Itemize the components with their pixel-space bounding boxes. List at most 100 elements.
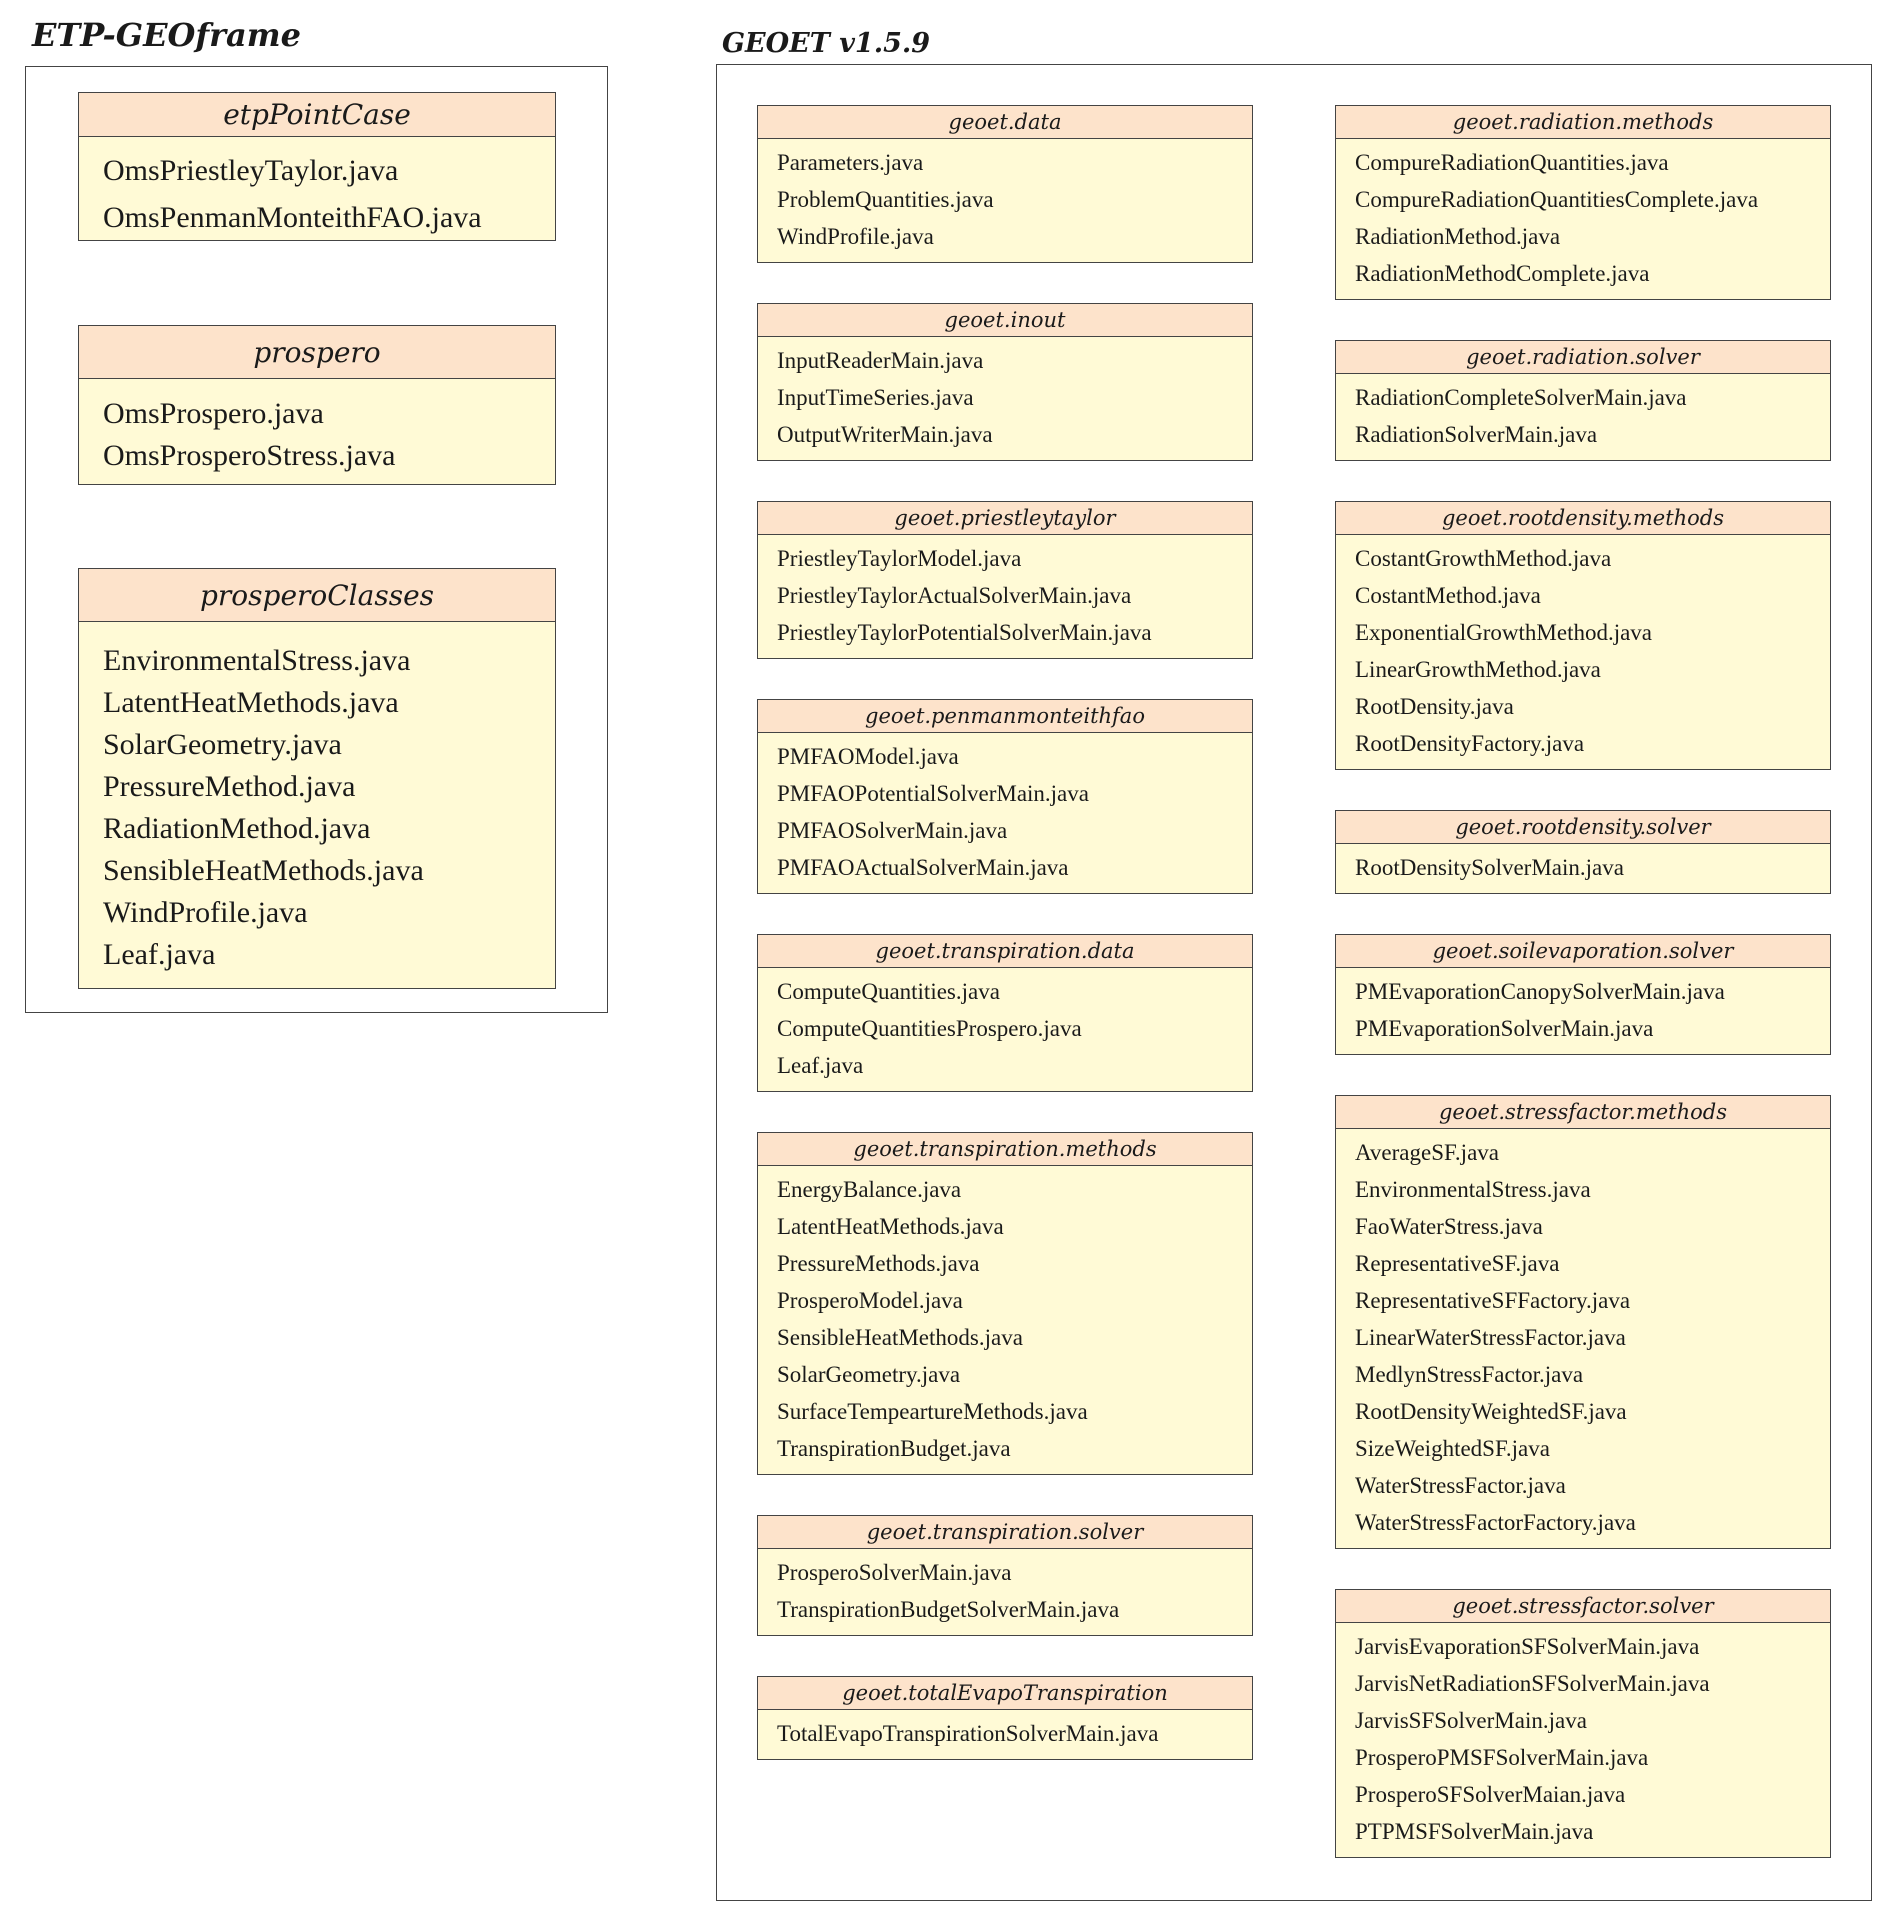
list-item: SensibleHeatMethods.java bbox=[777, 1325, 1023, 1350]
package-geoet-stressfactor-methods: geoet.stressfactor.methods AverageSF.jav… bbox=[1335, 1095, 1831, 1549]
package-geoet-inout: geoet.inout InputReaderMain.java InputTi… bbox=[757, 303, 1253, 461]
list-item: OmsProsperoStress.java bbox=[103, 439, 396, 472]
list-item: PriestleyTaylorActualSolverMain.java bbox=[777, 583, 1132, 608]
list-item: JarvisSFSolverMain.java bbox=[1355, 1708, 1587, 1733]
package-title: geoet.stressfactor.solver bbox=[1336, 1590, 1830, 1623]
list-item: SensibleHeatMethods.java bbox=[103, 854, 424, 887]
list-item: CostantMethod.java bbox=[1355, 583, 1541, 608]
list-item: OmsProspero.java bbox=[103, 397, 324, 430]
list-item: SizeWeightedSF.java bbox=[1355, 1436, 1550, 1461]
frame-title-geoet: GEOET v1.5.9 bbox=[722, 28, 931, 59]
list-item: MedlynStressFactor.java bbox=[1355, 1362, 1584, 1387]
list-item: RootDensitySolverMain.java bbox=[1355, 855, 1624, 880]
package-title: geoet.priestleytaylor bbox=[758, 502, 1252, 535]
list-item: PMFAOSolverMain.java bbox=[777, 818, 1008, 843]
list-item: PMEvaporationCanopySolverMain.java bbox=[1355, 979, 1725, 1004]
list-item: WindProfile.java bbox=[777, 224, 934, 249]
list-item: LatentHeatMethods.java bbox=[103, 686, 399, 719]
list-item: PMFAOActualSolverMain.java bbox=[777, 855, 1069, 880]
package-title: geoet.penmanmonteithfao bbox=[758, 700, 1252, 733]
package-prosperoclasses: prosperoClasses EnvironmentalStress.java… bbox=[78, 568, 556, 989]
package-geoet-priestleytaylor: geoet.priestleytaylor PriestleyTaylorMod… bbox=[757, 501, 1253, 659]
package-title: geoet.radiation.solver bbox=[1336, 341, 1830, 374]
list-item: PTPMSFSolverMain.java bbox=[1355, 1819, 1594, 1844]
list-item: OutputWriterMain.java bbox=[777, 422, 993, 447]
list-item: OmsPenmanMonteithFAO.java bbox=[103, 201, 482, 234]
list-item: PriestleyTaylorModel.java bbox=[777, 546, 1022, 571]
frame-geoet: geoet.data Parameters.java ProblemQuanti… bbox=[716, 64, 1872, 1901]
package-title: prosperoClasses bbox=[79, 569, 555, 622]
list-item: RepresentativeSF.java bbox=[1355, 1251, 1560, 1276]
list-item: SolarGeometry.java bbox=[103, 728, 342, 761]
list-item: PMFAOModel.java bbox=[777, 744, 959, 769]
list-item: TranspirationBudgetSolverMain.java bbox=[777, 1597, 1120, 1622]
list-item: EnergyBalance.java bbox=[777, 1177, 962, 1202]
package-geoet-stressfactor-solver: geoet.stressfactor.solver JarvisEvaporat… bbox=[1335, 1589, 1831, 1858]
list-item: ProsperoModel.java bbox=[777, 1288, 963, 1313]
package-title: geoet.stressfactor.methods bbox=[1336, 1096, 1830, 1129]
list-item: PressureMethods.java bbox=[777, 1251, 980, 1276]
list-item: ProsperoPMSFSolverMain.java bbox=[1355, 1745, 1649, 1770]
package-title: geoet.data bbox=[758, 106, 1252, 139]
list-item: JarvisEvaporationSFSolverMain.java bbox=[1355, 1634, 1700, 1659]
package-title: geoet.transpiration.data bbox=[758, 935, 1252, 968]
list-item: PMFAOPotentialSolverMain.java bbox=[777, 781, 1089, 806]
package-geoet-data: geoet.data Parameters.java ProblemQuanti… bbox=[757, 105, 1253, 263]
list-item: CompureRadiationQuantities.java bbox=[1355, 150, 1669, 175]
list-item: RepresentativeSFFactory.java bbox=[1355, 1288, 1631, 1313]
package-prospero: prospero OmsProspero.java OmsProsperoStr… bbox=[78, 325, 556, 485]
list-item: PriestleyTaylorPotentialSolverMain.java bbox=[777, 620, 1152, 645]
list-item: EnvironmentalStress.java bbox=[103, 644, 411, 677]
list-item: ExponentialGrowthMethod.java bbox=[1355, 620, 1653, 645]
list-item: Leaf.java bbox=[777, 1053, 864, 1078]
list-item: ProsperoSFSolverMaian.java bbox=[1355, 1782, 1626, 1807]
list-item: PMEvaporationSolverMain.java bbox=[1355, 1016, 1654, 1041]
package-geoet-penmanmonteithfao: geoet.penmanmonteithfao PMFAOModel.java … bbox=[757, 699, 1253, 894]
list-item: RootDensityFactory.java bbox=[1355, 731, 1585, 756]
list-item: CompureRadiationQuantitiesComplete.java bbox=[1355, 187, 1759, 212]
package-geoet-totalevapotranspiration: geoet.totalEvapoTranspiration TotalEvapo… bbox=[757, 1676, 1253, 1760]
package-title: geoet.rootdensity.solver bbox=[1336, 811, 1830, 844]
list-item: OmsPriestleyTaylor.java bbox=[103, 154, 399, 187]
list-item: RootDensityWeightedSF.java bbox=[1355, 1399, 1627, 1424]
list-item: SurfaceTempeartureMethods.java bbox=[777, 1399, 1088, 1424]
package-geoet-radiation-methods: geoet.radiation.methods CompureRadiation… bbox=[1335, 105, 1831, 300]
list-item: PressureMethod.java bbox=[103, 770, 356, 803]
list-item: ProblemQuantities.java bbox=[777, 187, 994, 212]
package-title: geoet.rootdensity.methods bbox=[1336, 502, 1830, 535]
package-title: etpPointCase bbox=[79, 93, 555, 137]
list-item: InputTimeSeries.java bbox=[777, 385, 974, 410]
package-title: prospero bbox=[79, 326, 555, 379]
list-item: RadiationMethod.java bbox=[1355, 224, 1561, 249]
list-item: JarvisNetRadiationSFSolverMain.java bbox=[1355, 1671, 1710, 1696]
list-item: TranspirationBudget.java bbox=[777, 1436, 1011, 1461]
package-title: geoet.soilevaporation.solver bbox=[1336, 935, 1830, 968]
list-item: AverageSF.java bbox=[1355, 1140, 1499, 1165]
list-item: RadiationSolverMain.java bbox=[1355, 422, 1598, 447]
package-geoet-soilevaporation-solver: geoet.soilevaporation.solver PMEvaporati… bbox=[1335, 934, 1831, 1055]
package-title: geoet.transpiration.methods bbox=[758, 1133, 1252, 1166]
list-item: SolarGeometry.java bbox=[777, 1362, 961, 1387]
list-item: RadiationMethod.java bbox=[103, 812, 371, 845]
frame-title-etp-geoframe: ETP-GEOframe bbox=[32, 16, 301, 54]
package-geoet-transpiration-solver: geoet.transpiration.solver ProsperoSolve… bbox=[757, 1515, 1253, 1636]
list-item: LatentHeatMethods.java bbox=[777, 1214, 1004, 1239]
list-item: ProsperoSolverMain.java bbox=[777, 1560, 1012, 1585]
list-item: Parameters.java bbox=[777, 150, 924, 175]
list-item: WaterStressFactor.java bbox=[1355, 1473, 1566, 1498]
list-item: LinearGrowthMethod.java bbox=[1355, 657, 1601, 682]
list-item: Leaf.java bbox=[103, 938, 216, 971]
package-geoet-transpiration-data: geoet.transpiration.data ComputeQuantiti… bbox=[757, 934, 1253, 1092]
package-title: geoet.inout bbox=[758, 304, 1252, 337]
package-geoet-radiation-solver: geoet.radiation.solver RadiationComplete… bbox=[1335, 340, 1831, 461]
list-item: TotalEvapoTranspirationSolverMain.java bbox=[777, 1721, 1159, 1746]
list-item: ComputeQuantities.java bbox=[777, 979, 1000, 1004]
package-geoet-rootdensity-methods: geoet.rootdensity.methods CostantGrowthM… bbox=[1335, 501, 1831, 770]
package-etppointcase: etpPointCase OmsPriestleyTaylor.java Oms… bbox=[78, 92, 556, 241]
list-item: RadiationCompleteSolverMain.java bbox=[1355, 385, 1687, 410]
list-item: CostantGrowthMethod.java bbox=[1355, 546, 1612, 571]
list-item: WindProfile.java bbox=[103, 896, 308, 929]
package-title: geoet.transpiration.solver bbox=[758, 1516, 1252, 1549]
list-item: RadiationMethodComplete.java bbox=[1355, 261, 1650, 286]
list-item: EnvironmentalStress.java bbox=[1355, 1177, 1591, 1202]
